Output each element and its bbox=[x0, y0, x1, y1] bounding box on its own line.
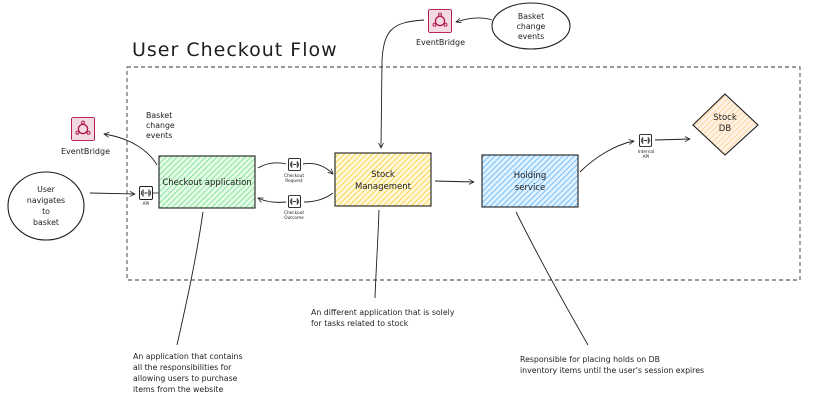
checkout-note-line-2: all the responsibilities for bbox=[133, 363, 232, 372]
basket-events-left-line-1: Basket bbox=[146, 111, 172, 120]
stock-db-line-1: Stock bbox=[713, 113, 737, 123]
diagram-title: User Checkout Flow bbox=[132, 39, 338, 61]
request-to-stock-arrow bbox=[302, 163, 333, 174]
checkout-application-node: Checkout application bbox=[158, 155, 256, 209]
stock-note: An different application that is solely … bbox=[311, 308, 455, 328]
eventbridge-left: EventBridge bbox=[61, 117, 110, 156]
basket-events-top-node: Basket change events bbox=[491, 2, 571, 50]
holding-service-node: Holding service bbox=[481, 154, 579, 208]
checkout-note: An application that contains all the res… bbox=[133, 352, 243, 394]
basket-events-top-line-3: events bbox=[518, 32, 544, 41]
internal-api-to-db-arrow bbox=[654, 139, 690, 140]
checkout-request-line-2: Request bbox=[285, 178, 303, 184]
holding-to-internal-api-arrow bbox=[579, 141, 634, 173]
eventbridge-left-label: EventBridge bbox=[61, 147, 110, 156]
checkout-outcome-line-1: Checkout bbox=[284, 210, 304, 216]
holding-note-leader bbox=[515, 211, 589, 346]
user-line-3: to bbox=[42, 207, 50, 216]
api-gateway-icon bbox=[288, 195, 301, 208]
eventbridge-icon bbox=[428, 9, 452, 33]
stock-management-node: Stock Management bbox=[334, 152, 432, 207]
stock-note-line-1: An different application that is solely bbox=[311, 308, 455, 317]
checkout-request-line-1: Checkout bbox=[284, 173, 304, 179]
basket-events-left-line-2: change bbox=[146, 121, 175, 130]
checkout-outcome-line-2: Outcome bbox=[284, 215, 304, 221]
holding-service-line-2: service bbox=[515, 183, 545, 193]
internal-api-line-2: API bbox=[643, 154, 650, 160]
holding-note-line-2: inventory items until the user's session… bbox=[520, 366, 704, 375]
api-gateway-icon bbox=[139, 186, 153, 200]
checkout-to-eventbridge-arrow bbox=[104, 134, 158, 166]
user-line-1: User bbox=[37, 185, 56, 194]
checkout-application-label: Checkout application bbox=[162, 178, 251, 188]
api-label: API bbox=[143, 201, 150, 207]
eventbridge-to-stock-arrow bbox=[381, 19, 425, 148]
holding-note: Responsible for placing holds on DB inve… bbox=[520, 355, 704, 375]
api-gateway-icon bbox=[639, 134, 652, 147]
outcome-to-checkout-arrow bbox=[258, 197, 287, 203]
stock-note-leader bbox=[374, 209, 380, 299]
user-start-node: User navigates to basket bbox=[7, 171, 85, 241]
system-boundary bbox=[126, 66, 801, 281]
eventbridge-top: EventBridge bbox=[416, 9, 465, 47]
events-to-eventbridge-arrow bbox=[456, 17, 493, 22]
stock-to-holding-arrow bbox=[434, 181, 474, 182]
user-line-4: basket bbox=[33, 218, 59, 227]
checkout-note-line-4: items from the website bbox=[133, 385, 223, 394]
checkout-note-leader bbox=[176, 211, 204, 346]
holding-note-line-1: Responsible for placing holds on DB bbox=[520, 355, 660, 364]
user-line-2: navigates bbox=[27, 196, 65, 205]
stock-management-line-2: Management bbox=[355, 182, 412, 192]
basket-events-top-line-2: change bbox=[517, 22, 546, 31]
api-gateway-icon bbox=[288, 158, 301, 171]
basket-events-top-line-1: Basket bbox=[518, 12, 544, 21]
stock-note-line-2: for tasks related to stock bbox=[311, 319, 409, 328]
eventbridge-icon bbox=[71, 117, 95, 141]
checkout-to-request-line bbox=[257, 162, 287, 169]
stock-db-node: Stock DB bbox=[692, 93, 759, 156]
holding-service-line-1: Holding bbox=[514, 171, 547, 181]
stock-db-line-2: DB bbox=[719, 124, 732, 134]
internal-api-line-1: Internal bbox=[638, 149, 655, 155]
basket-events-left-line-3: events bbox=[146, 131, 172, 140]
checkout-note-line-3: allowing users to purchase bbox=[133, 374, 238, 383]
stock-management-line-1: Stock bbox=[371, 170, 395, 180]
stock-to-outcome-line bbox=[303, 192, 334, 203]
checkout-note-line-1: An application that contains bbox=[133, 352, 243, 361]
eventbridge-top-label: EventBridge bbox=[416, 38, 465, 47]
user-to-api-arrow bbox=[89, 193, 135, 194]
